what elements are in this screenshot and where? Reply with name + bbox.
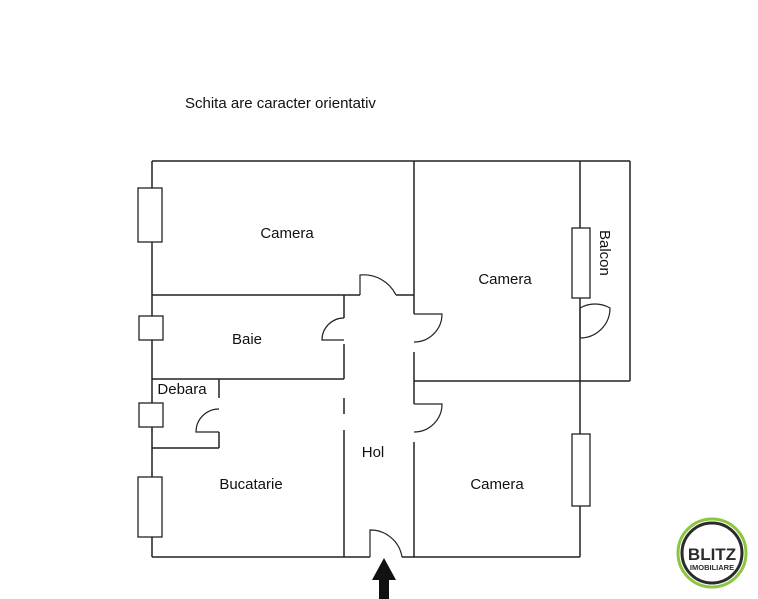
room-label-bucatarie: Bucatarie [219, 476, 282, 493]
blitz-logo: BLITZ IMOBILIARE [676, 517, 748, 589]
room-label-camera-2: Camera [478, 271, 532, 288]
door-entrance [369, 529, 403, 558]
plan-disclaimer: Schita are caracter orientativ [185, 95, 376, 112]
room-label-debara: Debara [157, 381, 207, 398]
logo-ring-outer [676, 517, 748, 589]
room-label-balcon: Balcon [596, 230, 613, 276]
room-label-hol: Hol [362, 444, 385, 461]
door-debara [195, 408, 220, 433]
room-label-camera-1: Camera [260, 225, 314, 242]
room-label-baie: Baie [232, 331, 262, 348]
logo-text-blitz: BLITZ [688, 545, 736, 564]
logo-text-imobiliare: IMOBILIARE [690, 563, 734, 572]
logo-ring-inner [680, 521, 744, 585]
window-debara [138, 402, 164, 428]
door-camera-1 [359, 274, 397, 296]
door-camera-2 [413, 313, 443, 343]
door-camera-3 [413, 403, 443, 433]
window-camera-2 [571, 227, 591, 299]
window-camera-1 [137, 187, 163, 243]
walls [151, 160, 631, 558]
doors [195, 274, 611, 558]
windows [137, 187, 591, 538]
entrance-arrow-icon [372, 558, 396, 599]
door-baie [321, 317, 345, 341]
room-label-camera-3: Camera [470, 476, 524, 493]
window-camera-3 [571, 433, 591, 507]
window-baie [138, 315, 164, 341]
door-balcon [579, 303, 611, 339]
window-bucatarie [137, 476, 163, 538]
